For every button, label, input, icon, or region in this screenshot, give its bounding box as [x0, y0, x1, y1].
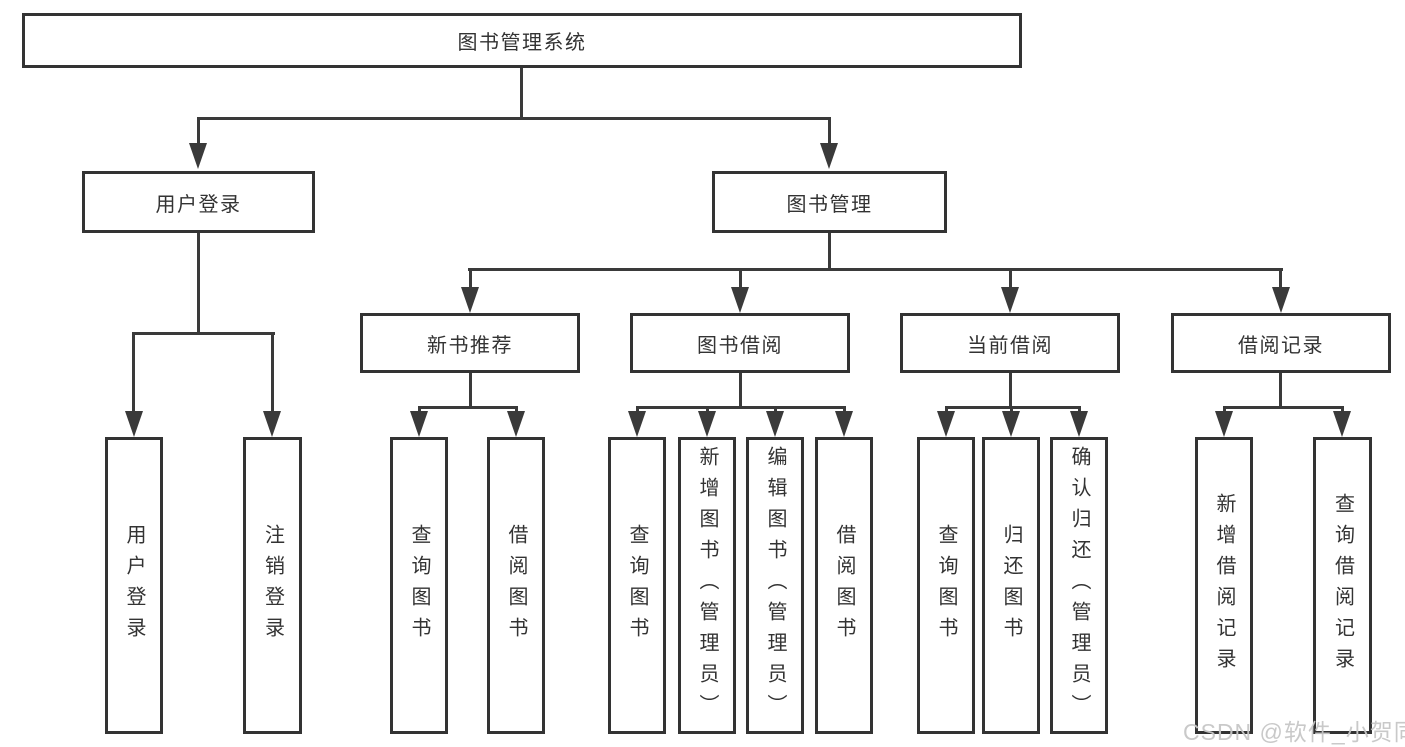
connector-stem-new-books — [469, 270, 472, 290]
connector-level2-branch — [197, 117, 831, 120]
node-borrow-records-label: 借阅记录 — [1238, 334, 1324, 357]
node-root-label: 图书管理系统 — [457, 32, 587, 54]
leaf-add-books-admin-label: 新增图书（管理员） — [696, 446, 718, 725]
leaf-borrow-books-label: 借阅图书 — [833, 523, 855, 648]
node-new-book-recommend: 新书推荐 — [360, 313, 580, 373]
connector-records-branch — [1223, 406, 1344, 409]
leaf-query-books-borrow-label: 查询图书 — [626, 523, 648, 648]
leaf-query-borrow-record: 查询借阅记录 — [1313, 437, 1372, 734]
leaf-query-books-current: 查询图书 — [917, 437, 975, 734]
arrowhead-rec1 — [1215, 411, 1233, 437]
connector-borrowing-branch — [636, 406, 846, 409]
node-current-borrow: 当前借阅 — [900, 313, 1120, 373]
leaf-return-books: 归还图书 — [982, 437, 1040, 734]
connector-stem-records — [1279, 270, 1282, 290]
arrowhead-bor1 — [628, 411, 646, 437]
leaf-query-borrow-record-label: 查询借阅记录 — [1331, 492, 1354, 679]
arrowhead-cur2 — [1002, 411, 1020, 437]
node-book-borrow: 图书借阅 — [630, 313, 850, 373]
connector-level3-branch — [468, 268, 1283, 271]
connector-mgmt-stub — [828, 233, 831, 269]
connector-stem-leaf-login2 — [271, 334, 274, 413]
node-new-book-recommend-label: 新书推荐 — [427, 334, 513, 357]
arrowhead-bor4 — [835, 411, 853, 437]
node-book-borrow-label: 图书借阅 — [697, 334, 783, 357]
connector-root-stub — [520, 68, 523, 118]
arrowhead-cur3 — [1070, 411, 1088, 437]
leaf-add-books-admin: 新增图书（管理员） — [678, 437, 736, 734]
arrowhead-new1 — [410, 411, 428, 437]
arrowhead-bor3 — [766, 411, 784, 437]
arrowhead-user-login — [189, 143, 207, 169]
leaf-query-books-new: 查询图书 — [390, 437, 448, 734]
leaf-borrow-books-new: 借阅图书 — [487, 437, 545, 734]
leaf-logout-label: 注销登录 — [261, 523, 284, 648]
node-borrow-records: 借阅记录 — [1171, 313, 1391, 373]
arrowhead-new2 — [507, 411, 525, 437]
csdn-watermark: CSDN @软件_小贺同学 — [1183, 719, 1405, 745]
arrowhead-rec2 — [1333, 411, 1351, 437]
connector-stem-leaf-login1 — [132, 334, 135, 413]
arrowhead-book-mgmt — [820, 143, 838, 169]
leaf-borrow-books-new-label: 借阅图书 — [505, 523, 527, 648]
arrowhead-leaf-login1 — [125, 411, 143, 437]
leaf-borrow-books: 借阅图书 — [815, 437, 873, 734]
leaf-logout: 注销登录 — [243, 437, 302, 734]
connector-stem-borrowing — [739, 270, 742, 290]
leaf-confirm-return-admin: 确认归还（管理员） — [1050, 437, 1108, 734]
arrowhead-leaf-login2 — [263, 411, 281, 437]
arrowhead-borrowing — [731, 287, 749, 313]
node-current-borrow-label: 当前借阅 — [967, 334, 1053, 357]
leaf-return-books-label: 归还图书 — [1000, 523, 1022, 648]
connector-current-branch — [945, 406, 1081, 409]
leaf-confirm-return-admin-label: 确认归还（管理员） — [1068, 446, 1090, 725]
connector-newbooks-stub — [469, 373, 472, 407]
leaf-edit-books-admin-label: 编辑图书（管理员） — [764, 446, 786, 725]
leaf-query-books-new-label: 查询图书 — [408, 523, 430, 648]
leaf-add-borrow-record-label: 新增借阅记录 — [1213, 492, 1235, 679]
arrowhead-cur1 — [937, 411, 955, 437]
node-user-login-label: 用户登录 — [155, 193, 242, 216]
arrowhead-current — [1001, 287, 1019, 313]
node-root: 图书管理系统 — [22, 13, 1022, 68]
connector-stem-user-login — [197, 119, 200, 146]
connector-stem-current — [1009, 270, 1012, 290]
connector-current-stub — [1009, 373, 1012, 407]
leaf-user-login-label: 用户登录 — [123, 523, 145, 648]
leaf-add-borrow-record: 新增借阅记录 — [1195, 437, 1253, 734]
node-user-login: 用户登录 — [82, 171, 315, 233]
leaf-query-books-current-label: 查询图书 — [935, 523, 957, 648]
leaf-edit-books-admin: 编辑图书（管理员） — [746, 437, 804, 734]
connector-stem-book-mgmt — [828, 119, 831, 146]
arrowhead-new-books — [461, 287, 479, 313]
connector-login-branch — [132, 332, 275, 335]
connector-records-stub — [1279, 373, 1282, 407]
connector-borrowing-stub — [739, 373, 742, 407]
connector-login-stub — [197, 233, 200, 333]
arrowhead-records — [1272, 287, 1290, 313]
node-book-management: 图书管理 — [712, 171, 947, 233]
leaf-user-login: 用户登录 — [105, 437, 163, 734]
node-book-management-label: 图书管理 — [786, 193, 873, 216]
leaf-query-books-borrow: 查询图书 — [608, 437, 666, 734]
arrowhead-bor2 — [698, 411, 716, 437]
connector-newbooks-branch — [418, 406, 518, 409]
